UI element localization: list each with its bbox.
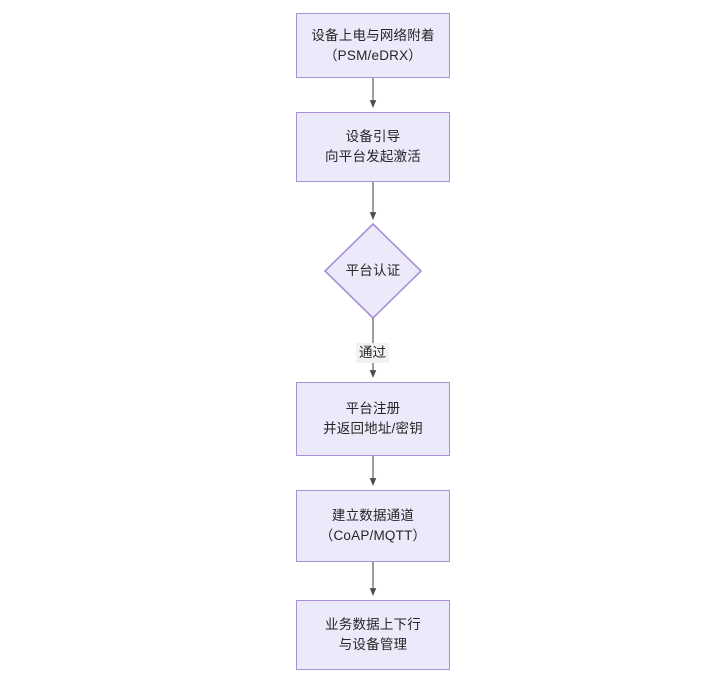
edge-label-text: 通过 (359, 345, 386, 360)
node-label: 平台认证 (345, 263, 401, 278)
node-business-data-and-device-management[interactable]: 业务数据上下行 与设备管理 (296, 600, 450, 670)
node-label: 设备上电与网络附着 （PSM/eDRX） (311, 27, 435, 63)
node-label: 平台注册 并返回地址/密钥 (323, 401, 423, 436)
edge-label-pass: 通过 (356, 343, 389, 363)
node-establish-data-channel[interactable]: 建立数据通道 （CoAP/MQTT） (296, 490, 450, 562)
node-platform-authentication[interactable]: 平台认证 (325, 224, 421, 318)
node-label: 建立数据通道 （CoAP/MQTT） (319, 508, 427, 543)
node-device-bootstrap[interactable]: 设备引导 向平台发起激活 (296, 112, 450, 182)
node-label: 业务数据上下行 与设备管理 (325, 617, 421, 652)
node-platform-registration[interactable]: 平台注册 并返回地址/密钥 (296, 382, 450, 456)
node-label: 设备引导 向平台发起激活 (325, 129, 421, 164)
node-device-power-on[interactable]: 设备上电与网络附着 （PSM/eDRX） (296, 13, 450, 78)
